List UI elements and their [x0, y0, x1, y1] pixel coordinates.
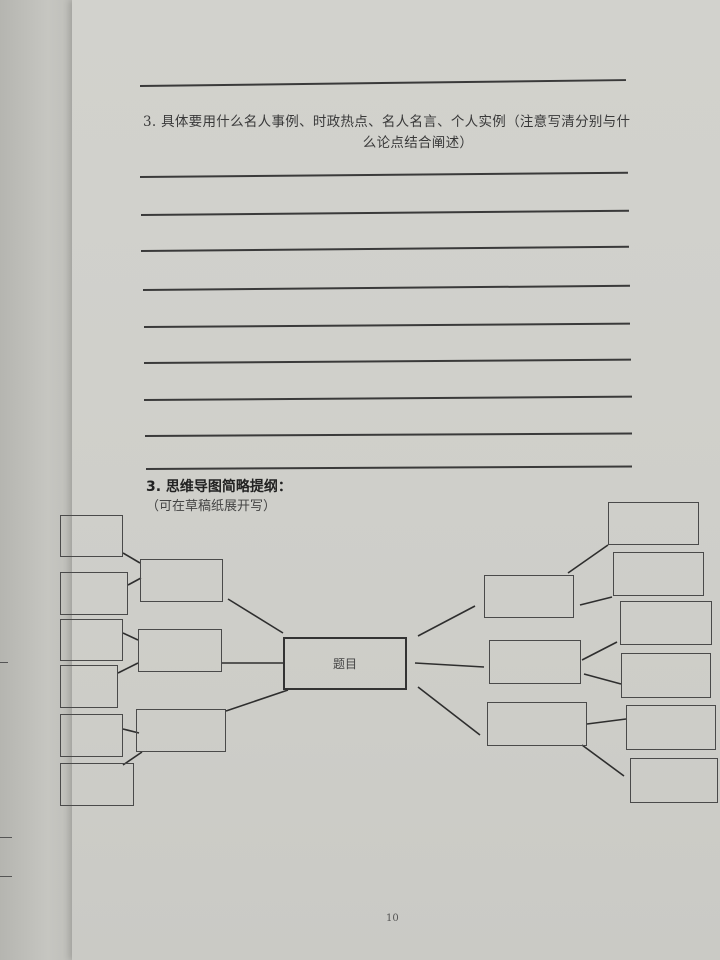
mind-map-leaf-box-left-5[interactable] [60, 714, 123, 757]
underlying-page-mark [0, 662, 8, 663]
mind-map-leaf-box-right-6[interactable] [630, 758, 718, 803]
mind-map-leaf-box-left-6[interactable] [60, 763, 134, 806]
mind-map-leaf-box-right-2[interactable] [613, 552, 704, 596]
mind-map-branch-box-right-3[interactable] [487, 702, 587, 746]
page-number: 10 [386, 913, 399, 924]
mind-map-branch-box-right-2[interactable] [489, 640, 581, 684]
mind-map-leaf-box-right-4[interactable] [621, 653, 711, 698]
underlying-page-mark [0, 876, 12, 877]
mind-map-leaf-box-left-3[interactable] [60, 619, 123, 661]
underlying-page-mark [0, 837, 12, 838]
mind-map-topic-box[interactable]: 题目 [283, 637, 407, 690]
mind-map-leaf-box-right-5[interactable] [626, 705, 716, 750]
question-3-prompt: 3. 具体要用什么名人事例、时政热点、名人名言、个人实例（注意写清分别与什 么论… [143, 112, 633, 154]
mind-map-leaf-box-left-1[interactable] [60, 515, 123, 557]
mind-map-topic-label: 题目 [332, 657, 357, 671]
mind-map-branch-box-left-2[interactable] [138, 629, 222, 672]
mind-map-branch-box-right-1[interactable] [484, 575, 574, 618]
mind-map-section-title: 3. 思维导图简略提纲： [146, 479, 292, 495]
mind-map-branch-box-left-1[interactable] [140, 559, 223, 602]
worksheet-page [72, 0, 720, 960]
mind-map-leaf-box-right-3[interactable] [620, 601, 712, 645]
mind-map-leaf-box-left-2[interactable] [60, 572, 128, 615]
question-line-1: 3. 具体要用什么名人事例、时政热点、名人名言、个人实例（注意写清分别与什 [143, 114, 631, 130]
underlying-page-edge [0, 0, 80, 960]
question-line-2: 么论点结合阐述） [362, 135, 474, 151]
mind-map-section-subtitle: （可在草稿纸展开写） [146, 499, 277, 514]
mind-map-leaf-box-right-1[interactable] [608, 502, 699, 545]
mind-map-branch-box-left-3[interactable] [136, 709, 226, 752]
mind-map-leaf-box-left-4[interactable] [60, 665, 118, 708]
